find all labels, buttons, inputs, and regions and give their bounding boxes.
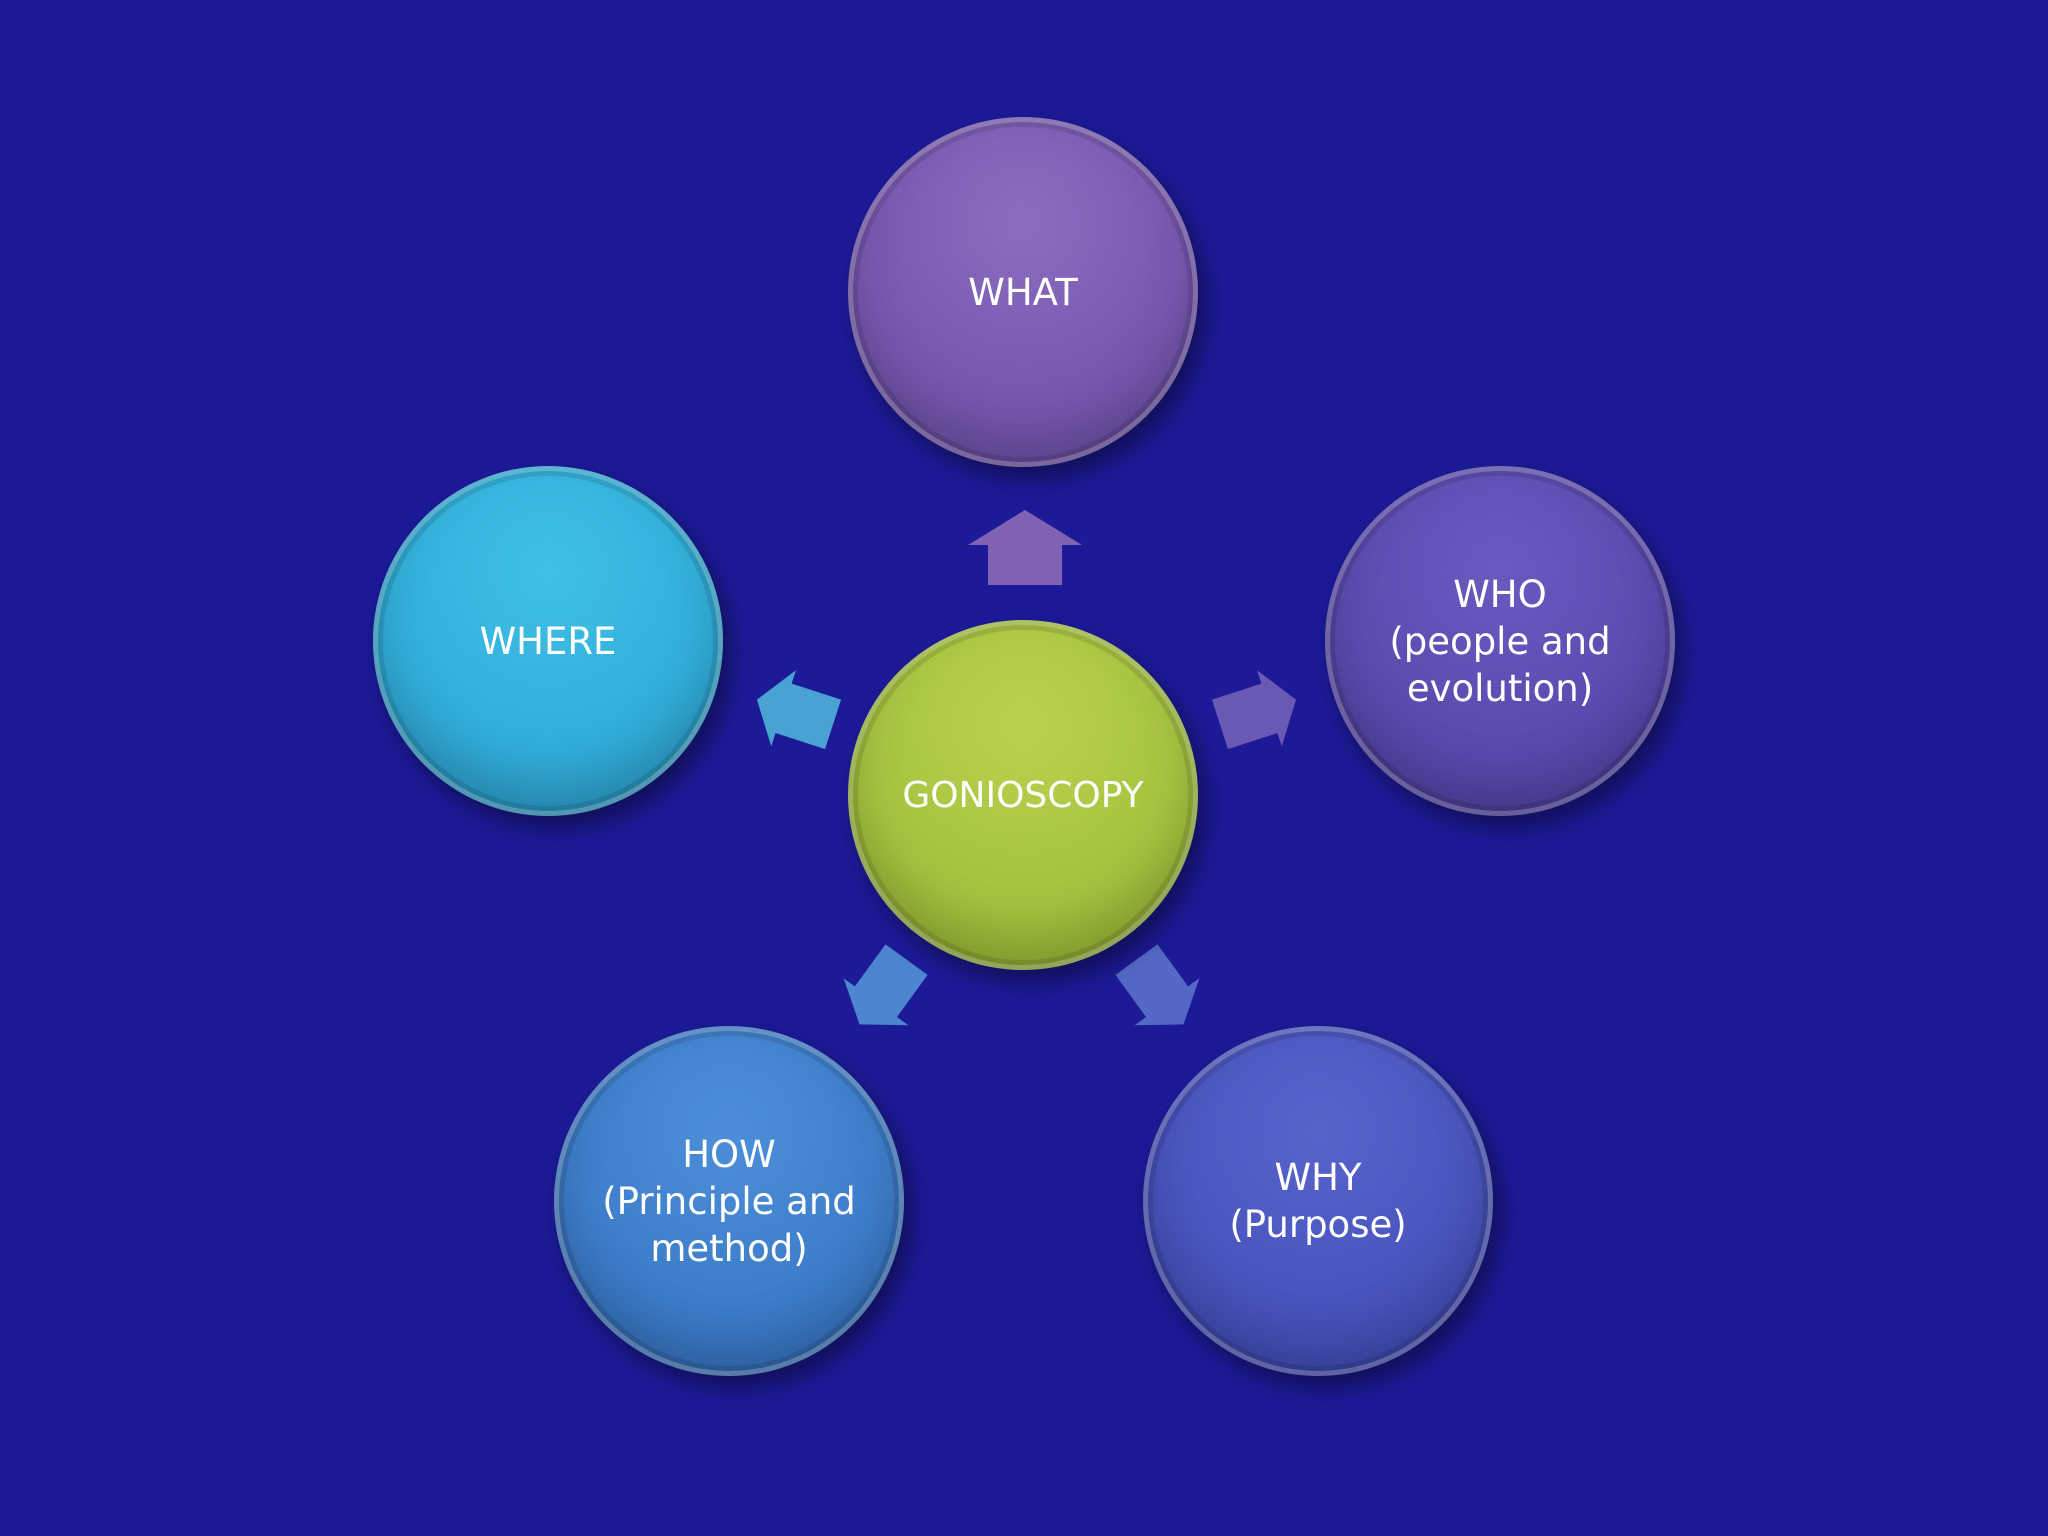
node-gonioscopy: GONIOSCOPY — [848, 620, 1198, 970]
node-where: WHERE — [373, 466, 723, 816]
arrow-to-why — [1115, 944, 1200, 1026]
node-why-label: WHY (Purpose) — [1229, 1156, 1407, 1246]
node-who: WHO (people and evolution) — [1325, 466, 1675, 816]
node-why: WHY (Purpose) — [1143, 1026, 1493, 1376]
node-who-label: WHO (people and evolution) — [1389, 572, 1611, 710]
node-where-label: WHERE — [479, 619, 617, 663]
arrow-to-who — [1211, 670, 1297, 750]
node-how: HOW (Principle and method) — [554, 1026, 904, 1376]
node-what: WHAT — [848, 117, 1198, 467]
arrow-to-how — [843, 944, 928, 1026]
node-gonioscopy-label: GONIOSCOPY — [902, 774, 1144, 816]
arrow-to-what — [968, 510, 1082, 585]
node-how-label: HOW (Principle and method) — [602, 1132, 856, 1270]
node-what-label: WHAT — [968, 270, 1078, 314]
arrow-to-where — [756, 670, 842, 750]
